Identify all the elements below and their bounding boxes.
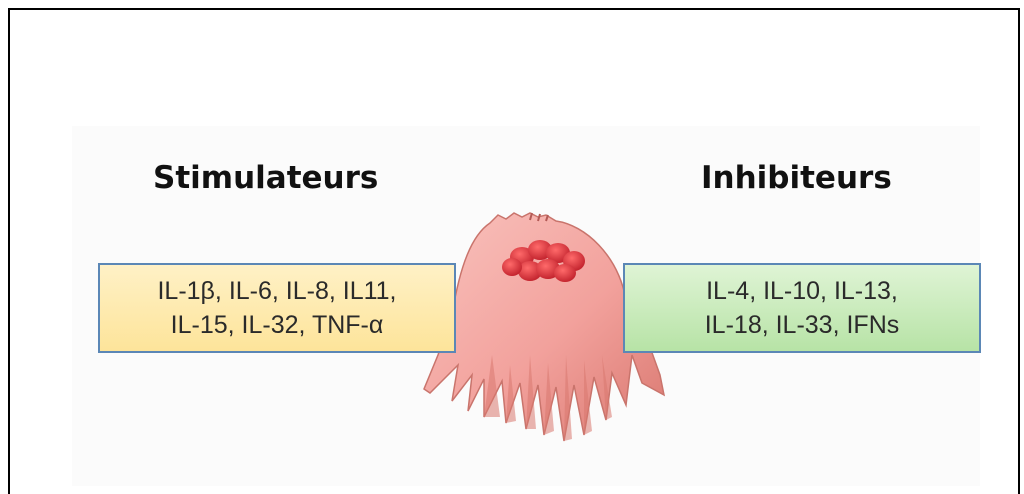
stimulators-heading: Stimulateurs [153,160,378,196]
stimulators-box: IL-1β, IL-6, IL-8, IL11, IL-15, IL-32, T… [98,263,456,353]
inhibitors-heading: Inhibiteurs [701,160,892,196]
stimulators-line-1: IL-1β, IL-6, IL-8, IL11, [157,274,396,308]
inhibitors-box: IL-4, IL-10, IL-13, IL-18, IL-33, IFNs [623,263,981,353]
inhibitors-line-2: IL-18, IL-33, IFNs [705,308,900,342]
stimulators-line-2: IL-15, IL-32, TNF-α [171,308,384,342]
inhibitors-line-1: IL-4, IL-10, IL-13, [706,274,898,308]
